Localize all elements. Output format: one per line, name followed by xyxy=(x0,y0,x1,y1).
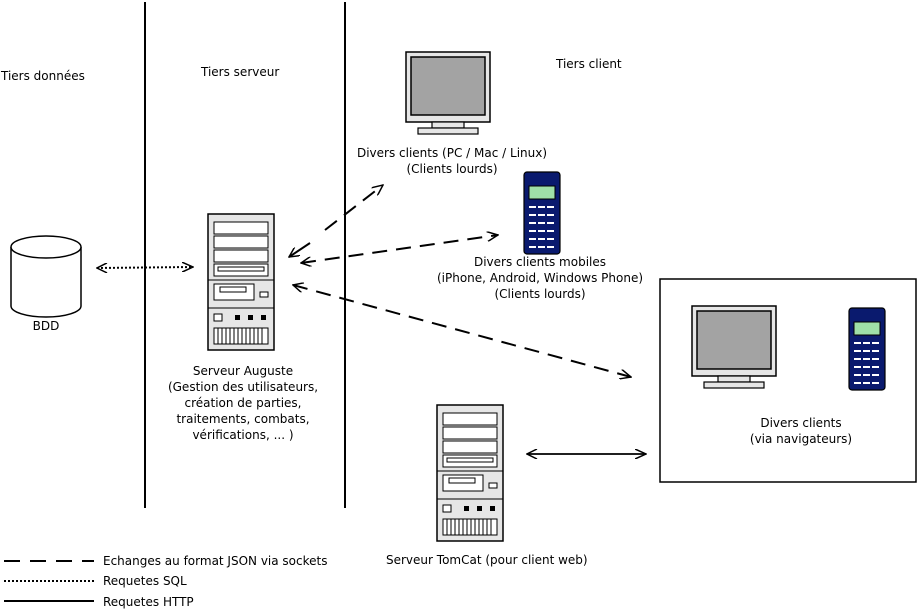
web-clients-box xyxy=(659,278,917,483)
database-icon xyxy=(10,235,82,318)
mobile-clients-label: Divers clients mobiles (iPhone, Android,… xyxy=(436,255,644,301)
pc-clients-label: Divers clients (PC / Mac / Linux) (Clien… xyxy=(356,146,548,176)
mobile-client-phone-icon xyxy=(523,171,561,255)
json-link-web xyxy=(293,285,631,377)
tier-client-label: Tiers client xyxy=(556,57,622,71)
auguste-server-icon xyxy=(207,213,275,351)
legend-json-text: Echanges au format JSON via sockets xyxy=(103,554,328,568)
web-clients-label: Divers clients (via navigateurs) xyxy=(749,416,853,446)
tier-data-label: Tiers données xyxy=(1,69,85,83)
sql-link xyxy=(97,267,193,268)
database-label: BDD xyxy=(32,319,60,333)
web-client-phone-icon xyxy=(848,307,886,391)
legend-sql-text: Requetes SQL xyxy=(103,574,187,588)
auguste-server-label: Serveur Auguste (Gestion des utilisateur… xyxy=(167,364,319,442)
web-client-monitor-icon xyxy=(691,305,777,389)
json-link-pc xyxy=(324,185,383,231)
tomcat-server-label: Serveur TomCat (pour client web) xyxy=(386,553,588,567)
legend-http-text: Requetes HTTP xyxy=(103,595,194,609)
tomcat-server-icon xyxy=(436,404,504,542)
json-link-auguste-tail xyxy=(289,242,311,257)
json-link-mobile xyxy=(301,235,498,263)
pc-client-monitor-icon xyxy=(405,51,491,135)
tier-server-label: Tiers serveur xyxy=(201,65,280,79)
